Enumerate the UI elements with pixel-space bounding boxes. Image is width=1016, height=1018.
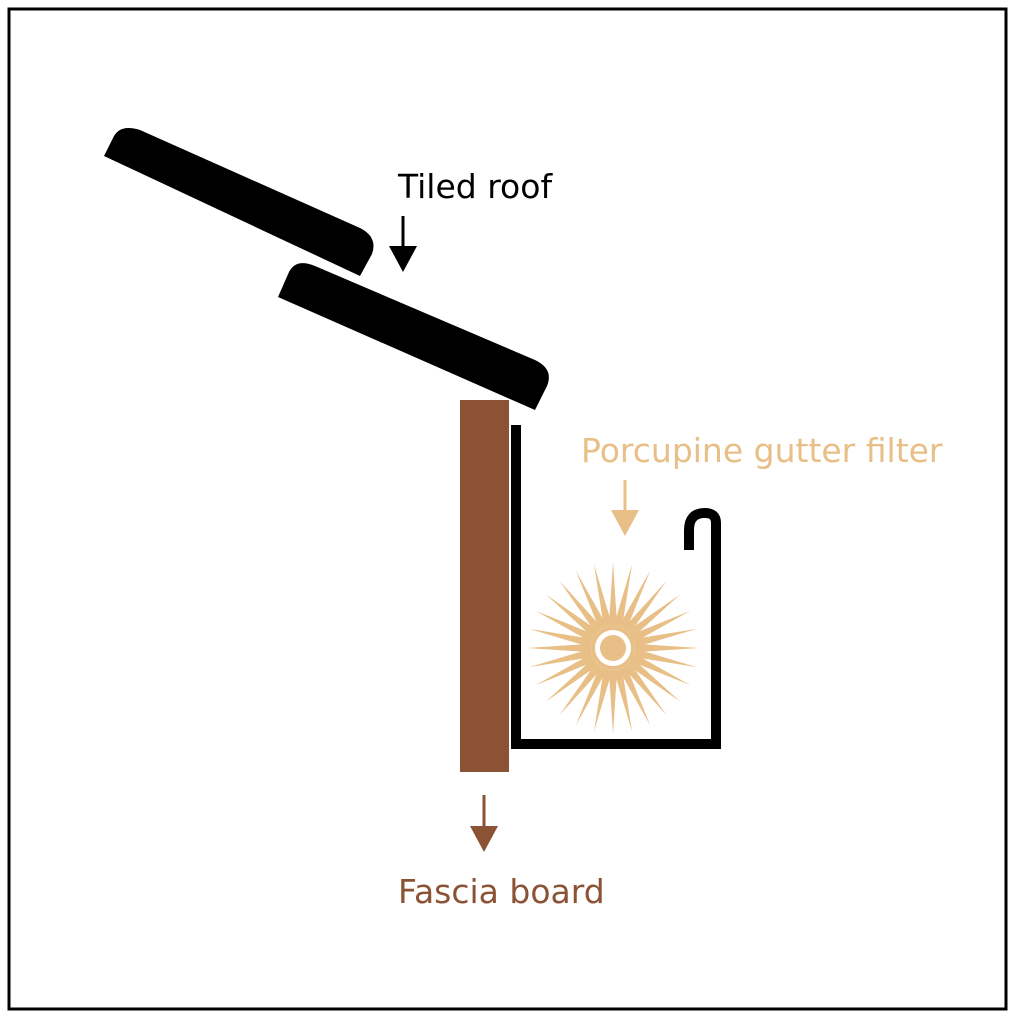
filter-spike (631, 610, 691, 643)
porcupine-filter (527, 562, 699, 734)
filter-spikes (527, 562, 699, 734)
filter-spike (559, 580, 603, 634)
filter-spike (593, 564, 613, 628)
filter-spike (633, 628, 697, 648)
filter-spike (627, 658, 681, 702)
filter-spike (575, 666, 608, 726)
filter-spike (608, 670, 618, 734)
filter-spike (618, 666, 651, 726)
fascia-arrow-icon (470, 795, 498, 852)
filter-label: Porcupine gutter filter (581, 431, 943, 470)
fascia-label: Fascia board (398, 872, 605, 911)
roof-arrow-icon (389, 216, 417, 272)
filter-spike (627, 594, 681, 638)
filter-spike (631, 653, 691, 686)
filter-spike (608, 562, 618, 626)
filter-spike (535, 610, 595, 643)
filter-spike (613, 564, 633, 628)
filter-arrow-icon (611, 480, 639, 536)
filter-spike (623, 662, 667, 716)
filter-spike (635, 643, 699, 653)
filter-spike (623, 580, 667, 634)
filter-spike (559, 662, 603, 716)
roof-label: Tiled roof (397, 167, 553, 206)
filter-spike (613, 668, 633, 732)
filter-spike (633, 648, 697, 668)
filter-core (600, 635, 626, 661)
filter-spike (529, 648, 593, 668)
filter-spike (618, 570, 651, 630)
roof-tile-lower (278, 263, 549, 410)
filter-spike (575, 570, 608, 630)
filter-spike (535, 653, 595, 686)
roof-tile-upper (104, 128, 374, 276)
diagram-border (7, 7, 1008, 1011)
filter-spike (527, 643, 591, 653)
filter-spike (529, 628, 593, 648)
filter-spike (545, 594, 599, 638)
gutter (511, 425, 721, 749)
filter-spike (545, 658, 599, 702)
filter-spike (593, 668, 613, 732)
fascia-board (460, 400, 509, 772)
